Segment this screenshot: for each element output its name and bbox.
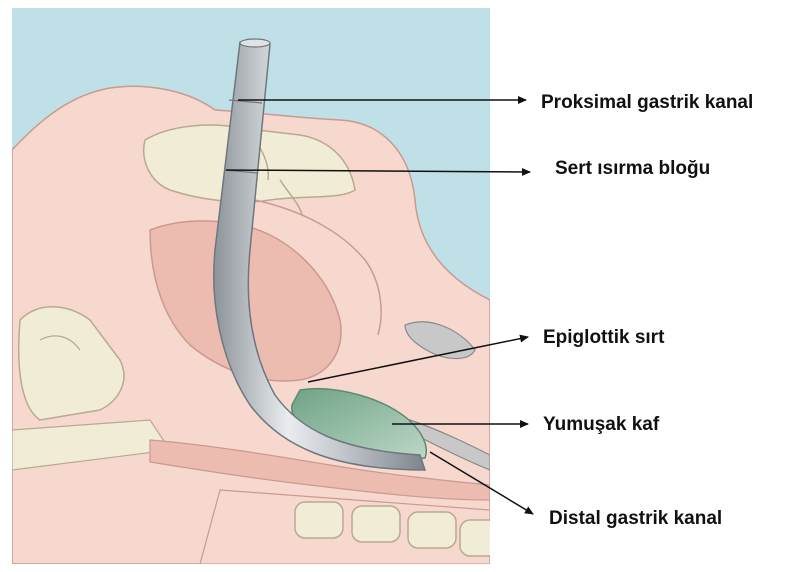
label-soft-cuff: Yumuşak kaf	[543, 414, 659, 436]
label-proximal-gastric-channel: Proksimal gastrik kanal	[541, 92, 753, 114]
label-distal-gastric-channel: Distal gastrik kanal	[549, 508, 722, 530]
anatomy-illustration	[12, 8, 500, 564]
label-hard-bite-block: Sert ısırma bloğu	[555, 158, 710, 180]
label-epiglottic-ridge: Epiglottik sırt	[543, 327, 664, 349]
